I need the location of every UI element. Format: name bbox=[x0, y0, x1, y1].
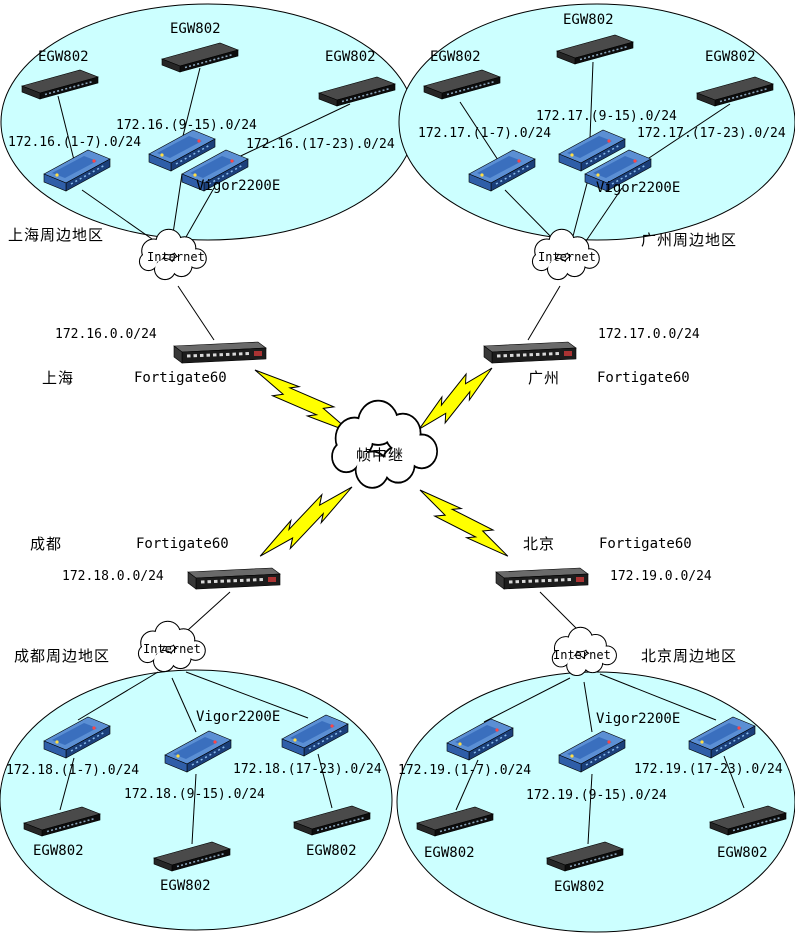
city-label-beijing: 北京 bbox=[523, 535, 556, 553]
switch-label-chengdu-3: EGW802 bbox=[306, 843, 357, 859]
subnet-label-chengdu-1: 172.18.(1-7).0/24 bbox=[6, 763, 140, 778]
firewall-device-chengdu bbox=[186, 566, 282, 591]
subnet-label-shanghai-1: 172.16.(1-7).0/24 bbox=[8, 135, 142, 150]
subnet-label-shanghai-3: 172.16.(17-23).0/24 bbox=[246, 137, 395, 152]
connection-lines bbox=[57, 61, 745, 845]
wan-subnet-label-beijing: 172.19.0.0/24 bbox=[610, 569, 712, 584]
internet-label-beijing: Internet bbox=[553, 648, 611, 662]
lightning-bolt-chengdu bbox=[252, 476, 360, 567]
switch-label-shanghai-2: EGW802 bbox=[170, 21, 221, 37]
subnet-label-guangzhou-3: 172.17.(17-23).0/24 bbox=[637, 126, 786, 141]
internet-label-shanghai: Internet bbox=[147, 250, 205, 264]
area-label-shanghai: 上海周边地区 bbox=[8, 226, 105, 244]
switch-label-beijing-2: EGW802 bbox=[554, 879, 605, 895]
firewall-device-beijing bbox=[494, 566, 590, 591]
switch-label-shanghai-3: EGW802 bbox=[325, 49, 376, 65]
subnet-label-chengdu-3: 172.18.(17-23).0/24 bbox=[233, 762, 382, 777]
switch-label-guangzhou-2: EGW802 bbox=[563, 12, 614, 28]
frame-relay-cloud bbox=[331, 399, 439, 489]
city-label-shanghai: 上海 bbox=[42, 369, 75, 387]
subnet-label-shanghai-2: 172.16.(9-15).0/24 bbox=[116, 118, 257, 133]
switch-label-chengdu-2: EGW802 bbox=[160, 878, 211, 894]
subnet-label-guangzhou-2: 172.17.(9-15).0/24 bbox=[536, 109, 677, 124]
switch-label-beijing-3: EGW802 bbox=[717, 845, 768, 861]
firewall-label-beijing: Fortigate60 bbox=[599, 536, 692, 552]
firewall-label-guangzhou: Fortigate60 bbox=[597, 370, 690, 386]
city-label-guangzhou: 广州 bbox=[528, 369, 561, 387]
firewall-device-guangzhou bbox=[482, 340, 578, 365]
switch-label-beijing-1: EGW802 bbox=[424, 845, 475, 861]
subnet-label-beijing-2: 172.19.(9-15).0/24 bbox=[526, 788, 667, 803]
router-label-beijing: Vigor2200E bbox=[596, 711, 681, 727]
subnet-label-beijing-3: 172.19.(17-23).0/24 bbox=[634, 762, 783, 777]
firewall-label-chengdu: Fortigate60 bbox=[136, 536, 229, 552]
switch-label-guangzhou-3: EGW802 bbox=[705, 49, 756, 65]
internet-label-chengdu: Internet bbox=[143, 642, 201, 656]
subnet-label-guangzhou-1: 172.17.(1-7).0/24 bbox=[418, 126, 552, 141]
area-label-beijing: 北京周边地区 bbox=[641, 647, 738, 665]
wan-subnet-label-shanghai: 172.16.0.0/24 bbox=[55, 327, 157, 342]
router-label-guangzhou: Vigor2200E bbox=[596, 180, 681, 196]
area-label-guangzhou: 广州周边地区 bbox=[641, 231, 738, 249]
lightning-bolt-beijing bbox=[412, 479, 516, 567]
router-label-chengdu: Vigor2200E bbox=[196, 709, 281, 725]
switch-label-shanghai-1: EGW802 bbox=[38, 49, 89, 65]
firewall-device-shanghai bbox=[172, 340, 268, 365]
switch-label-guangzhou-1: EGW802 bbox=[430, 49, 481, 65]
area-label-chengdu: 成都周边地区 bbox=[14, 647, 111, 665]
subnet-label-chengdu-2: 172.18.(9-15).0/24 bbox=[124, 787, 265, 802]
frame-relay-label: 帧中继 bbox=[356, 446, 405, 464]
firewall-label-shanghai: Fortigate60 bbox=[134, 370, 227, 386]
internet-label-guangzhou: Internet bbox=[538, 250, 596, 264]
switch-label-chengdu-1: EGW802 bbox=[33, 843, 84, 859]
city-label-chengdu: 成都 bbox=[30, 535, 63, 553]
router-label-shanghai: Vigor2200E bbox=[196, 178, 281, 194]
wan-subnet-label-chengdu: 172.18.0.0/24 bbox=[62, 569, 164, 584]
lightning-bolt-guangzhou bbox=[411, 358, 501, 439]
wan-subnet-label-guangzhou: 172.17.0.0/24 bbox=[598, 327, 700, 342]
subnet-label-beijing-1: 172.19.(1-7).0/24 bbox=[398, 763, 532, 778]
